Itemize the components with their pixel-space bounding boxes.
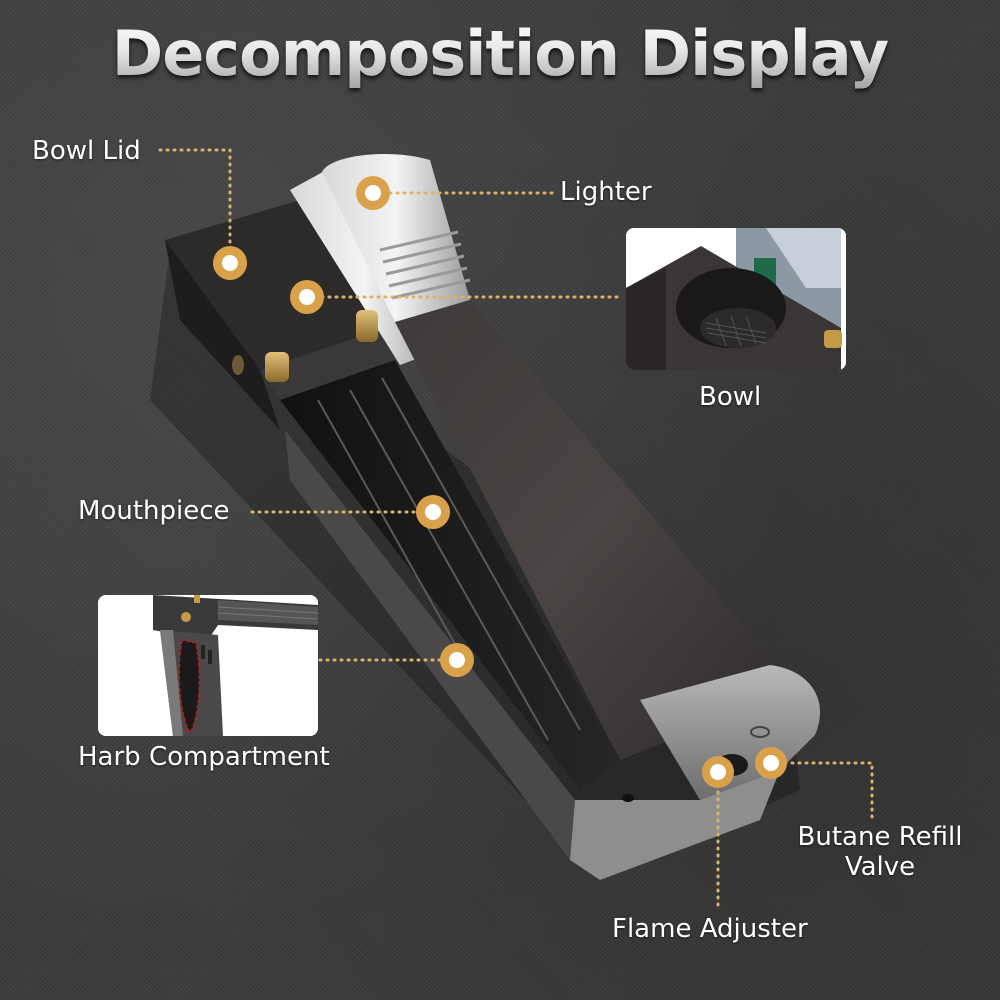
label-herb-compartment: Harb Compartment [78, 742, 330, 772]
marker-butane-valve [755, 747, 787, 779]
page-title: Decomposition Display [0, 14, 1000, 94]
label-lighter: Lighter [560, 177, 652, 207]
label-butane-refill-valve-line2: Valve [844, 852, 916, 882]
mouthpiece [280, 360, 620, 860]
bowl-block [165, 200, 395, 430]
herb-compartment-closeup-illustration [98, 595, 318, 736]
marker-bowl [290, 280, 324, 314]
marker-lighter [356, 176, 390, 210]
leader-lines [158, 148, 874, 907]
bowl-inset-image [626, 228, 846, 370]
marker-bowl-lid [213, 246, 247, 280]
marker-flame-adjuster [702, 756, 734, 788]
marker-mouthpiece [416, 495, 450, 529]
leader-bowl-lid [158, 148, 232, 264]
bowl-closeup-illustration [626, 228, 846, 370]
marker-herb-compartment [440, 643, 474, 677]
callout-markers [213, 176, 787, 788]
leader-butane-valve [783, 761, 874, 822]
label-butane-refill-valve: Butane Refill Valve [790, 822, 970, 882]
label-bowl: Bowl [699, 382, 762, 412]
label-flame-adjuster: Flame Adjuster [612, 914, 808, 944]
label-bowl-lid: Bowl Lid [32, 136, 141, 166]
label-mouthpiece: Mouthpiece [78, 496, 230, 526]
label-butane-refill-valve-line1: Butane Refill [797, 822, 963, 852]
herb-compartment-inset-image [98, 595, 318, 736]
